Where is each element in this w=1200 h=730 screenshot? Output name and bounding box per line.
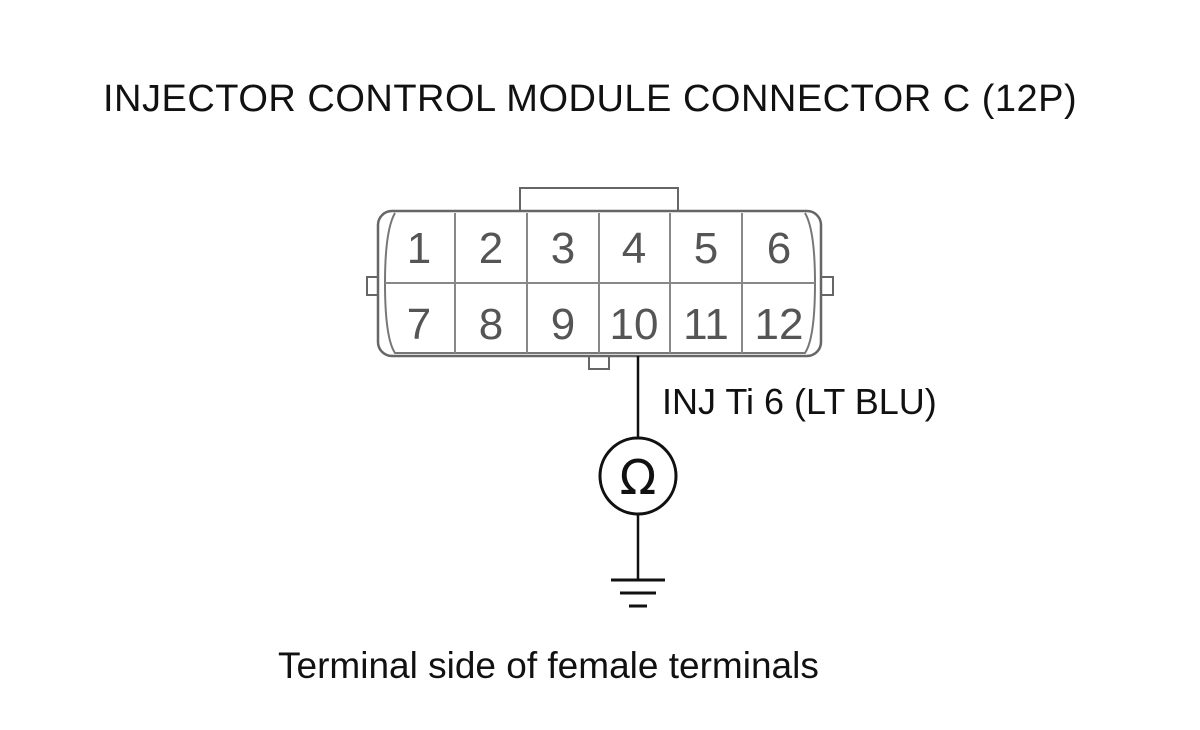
connector-right-ear [820, 276, 834, 296]
pin-7: 7 [407, 300, 431, 349]
pin-row-2: 7 8 9 10 11 12 [407, 300, 804, 349]
pin-4: 4 [622, 224, 646, 273]
connector-grid [385, 213, 815, 353]
ground-icon [611, 578, 665, 608]
diagram-caption: Terminal side of female terminals [278, 645, 819, 686]
wire-label: INJ Ti 6 (LT BLU) [662, 381, 937, 422]
pin-1: 1 [407, 224, 431, 273]
pin-row-1: 1 2 3 4 5 6 [407, 224, 791, 273]
pin-3: 3 [551, 224, 575, 273]
ohmmeter-icon: Ω [598, 436, 678, 516]
pin-10: 10 [610, 300, 659, 349]
pin-11: 11 [683, 300, 729, 349]
pin-2: 2 [479, 224, 503, 273]
pin-6: 6 [767, 224, 791, 273]
pin-5: 5 [694, 224, 718, 273]
pin-8: 8 [479, 300, 503, 349]
pin-12: 12 [755, 300, 804, 349]
ohm-symbol: Ω [620, 450, 657, 506]
pin-9: 9 [551, 300, 575, 349]
diagram-title: INJECTOR CONTROL MODULE CONNECTOR C (12P… [103, 78, 1078, 120]
connector-lock-tab [519, 187, 679, 213]
